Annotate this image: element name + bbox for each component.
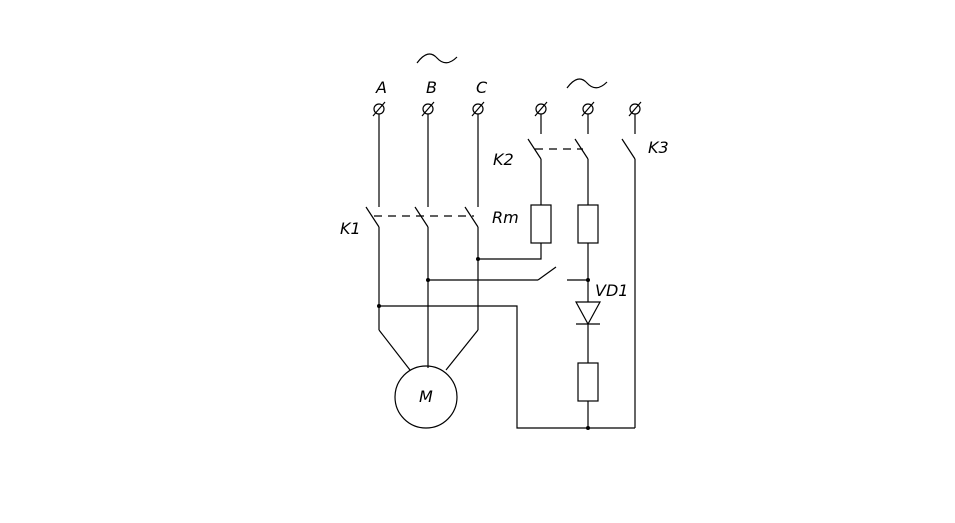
phase-a-label: A <box>375 78 387 97</box>
ac-wave-icon <box>566 78 608 89</box>
terminal-icon <box>421 101 435 117</box>
terminal-icon <box>534 101 548 117</box>
diode-vd1 <box>574 301 602 326</box>
motor-label: M <box>419 387 433 406</box>
k3-label: K3 <box>648 138 669 157</box>
phase-c-label: C <box>476 78 488 97</box>
contactor-k3 <box>621 138 636 160</box>
terminal-icon <box>471 101 485 117</box>
phase-b-label: B <box>426 78 437 97</box>
resistor-r1 <box>577 204 599 244</box>
braking-contact <box>537 266 557 281</box>
vd1-label: VD1 <box>595 281 628 300</box>
resistor-rm <box>530 204 552 244</box>
motor: M <box>394 365 458 429</box>
k2-label: K2 <box>493 150 514 169</box>
contactor-k2 <box>527 138 589 160</box>
k1-label: K1 <box>340 219 361 238</box>
contactor-k1 <box>365 206 479 228</box>
terminal-icon <box>628 101 642 117</box>
terminal-icon <box>581 101 595 117</box>
terminal-icon <box>372 101 386 117</box>
resistor-r2 <box>577 362 599 402</box>
rm-label: Rm <box>492 208 519 227</box>
ac-wave-icon <box>416 53 458 64</box>
